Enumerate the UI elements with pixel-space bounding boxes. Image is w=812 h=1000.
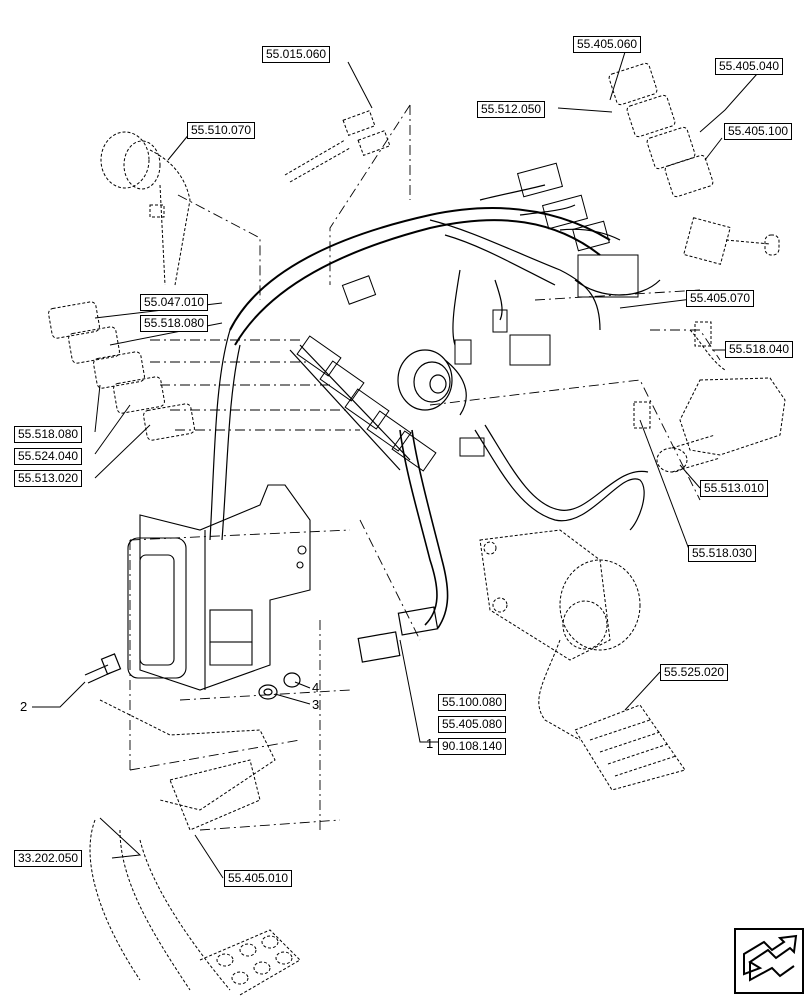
ref-55-015-060[interactable]: 55.015.060 [262,46,331,63]
ref-55-047-010[interactable]: 55.047.010 [140,294,209,311]
bracket-module [127,484,311,691]
ref-55-518-040[interactable]: 55.518.040 [725,341,794,358]
ref-55-405-100[interactable]: 55.405.100 [724,123,793,140]
ref-55-518-080-top[interactable]: 55.518.080 [140,315,209,332]
ref-55-405-040[interactable]: 55.405.040 [715,58,784,75]
ref-55-405-070[interactable]: 55.405.070 [686,290,755,307]
callout-4: 4 [312,680,320,695]
phantom-lines [129,104,721,831]
ref-55-525-020[interactable]: 55.525.020 [660,664,729,681]
ref-55-524-040[interactable]: 55.524.040 [14,448,83,465]
round-connector [397,349,467,416]
ref-90-108-140[interactable]: 90.108.140 [438,738,507,755]
lower-connector [357,606,439,663]
round-plug-top-left [100,131,191,286]
relay-stack [608,62,780,265]
left-switch-stack [48,301,195,441]
ref-55-510-070[interactable]: 55.510.070 [187,122,256,139]
ref-55-513-010[interactable]: 55.513.010 [700,480,769,497]
small-connector-top [284,110,391,183]
callout-3: 3 [312,697,320,712]
ref-55-405-080[interactable]: 55.405.080 [438,716,507,733]
callout-2: 2 [20,699,28,714]
ref-33-202-050[interactable]: 33.202.050 [14,850,83,867]
next-page-arrow-icon[interactable] [734,928,804,994]
ref-55-512-050[interactable]: 55.512.050 [477,101,546,118]
right-sensor-assembly [633,321,786,473]
hardware [84,653,301,700]
ref-55-518-030[interactable]: 55.518.030 [688,545,757,562]
leader-lines [32,51,758,879]
pedal-sensor-assembly [479,529,686,791]
ref-55-513-020[interactable]: 55.513.020 [14,470,83,487]
ref-55-405-060[interactable]: 55.405.060 [573,36,642,53]
main-harness [209,184,661,629]
ref-55-405-010[interactable]: 55.405.010 [224,870,293,887]
ref-55-518-080-bottom[interactable]: 55.518.080 [14,426,83,443]
lower-pedals [89,699,301,996]
ref-55-100-080[interactable]: 55.100.080 [438,694,507,711]
callout-1: 1 [426,736,434,751]
harness-connectors [296,162,639,472]
